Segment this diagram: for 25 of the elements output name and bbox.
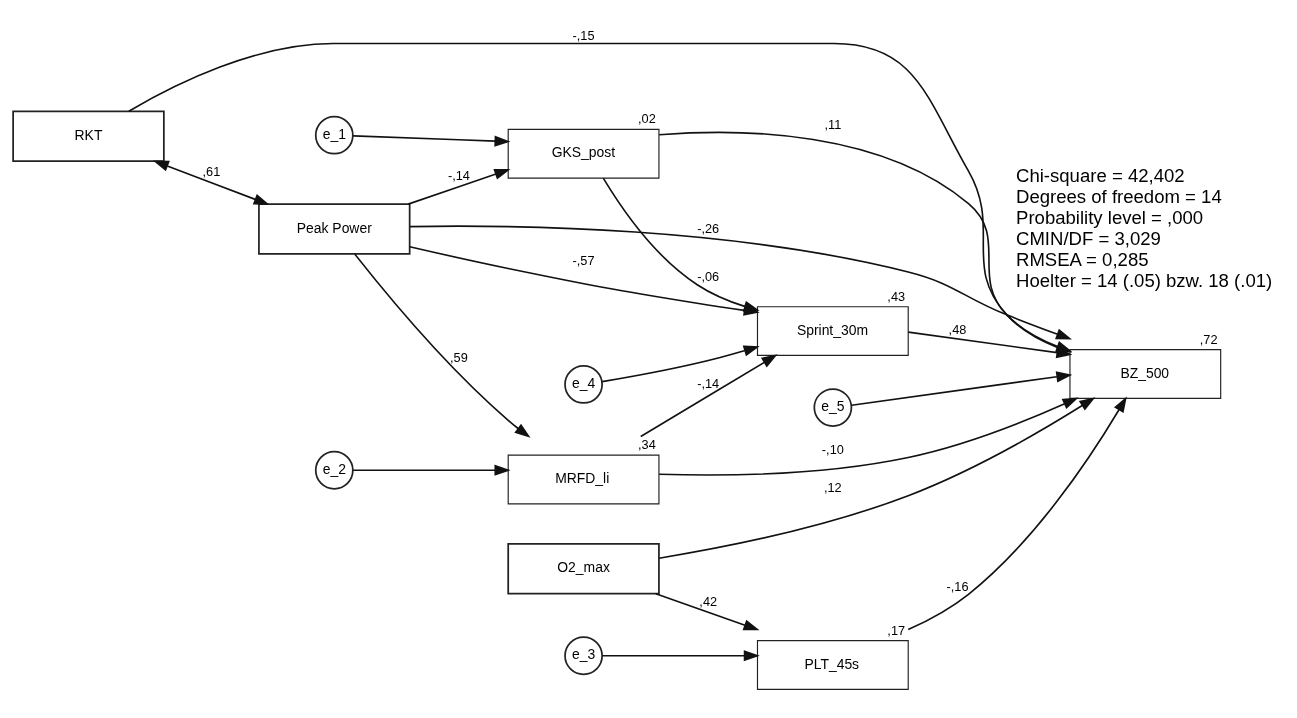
node-label: ,17 <box>887 622 906 638</box>
edge-label: -,14 <box>447 167 470 183</box>
edge-label: ,59 <box>450 349 468 365</box>
edge-label: -,15 <box>572 27 595 43</box>
label: RMSEA = 0,285 <box>1016 248 1149 270</box>
edge-label: -,26 <box>697 220 720 236</box>
node-label: ,72 <box>1199 331 1218 347</box>
edge-label: ,48 <box>948 321 967 337</box>
edge-label: -,10 <box>821 441 844 457</box>
label: Degrees of freedom = 14 <box>1016 185 1222 207</box>
label: CMIN/DF = 3,029 <box>1016 227 1161 249</box>
edge-label: -,06 <box>697 268 720 284</box>
edge-label: ,12 <box>823 479 842 495</box>
node-label: ,02 <box>638 110 656 126</box>
edge-label: ,11 <box>824 116 842 132</box>
edge-label: ,61 <box>202 163 221 178</box>
edge-label: -,16 <box>946 578 969 594</box>
label: Hoelter = 14 (.05) bzw. 18 (.01) <box>1016 269 1273 291</box>
edge-label: -,57 <box>572 252 595 268</box>
label: Chi-square = 42,402 <box>1016 164 1185 186</box>
label: Probability level = ,000 <box>1016 206 1204 228</box>
node-label: ,34 <box>638 436 656 452</box>
edge-label: ,42 <box>699 593 718 609</box>
node-label: ,43 <box>887 288 906 304</box>
edge-label: -,14 <box>697 375 720 391</box>
